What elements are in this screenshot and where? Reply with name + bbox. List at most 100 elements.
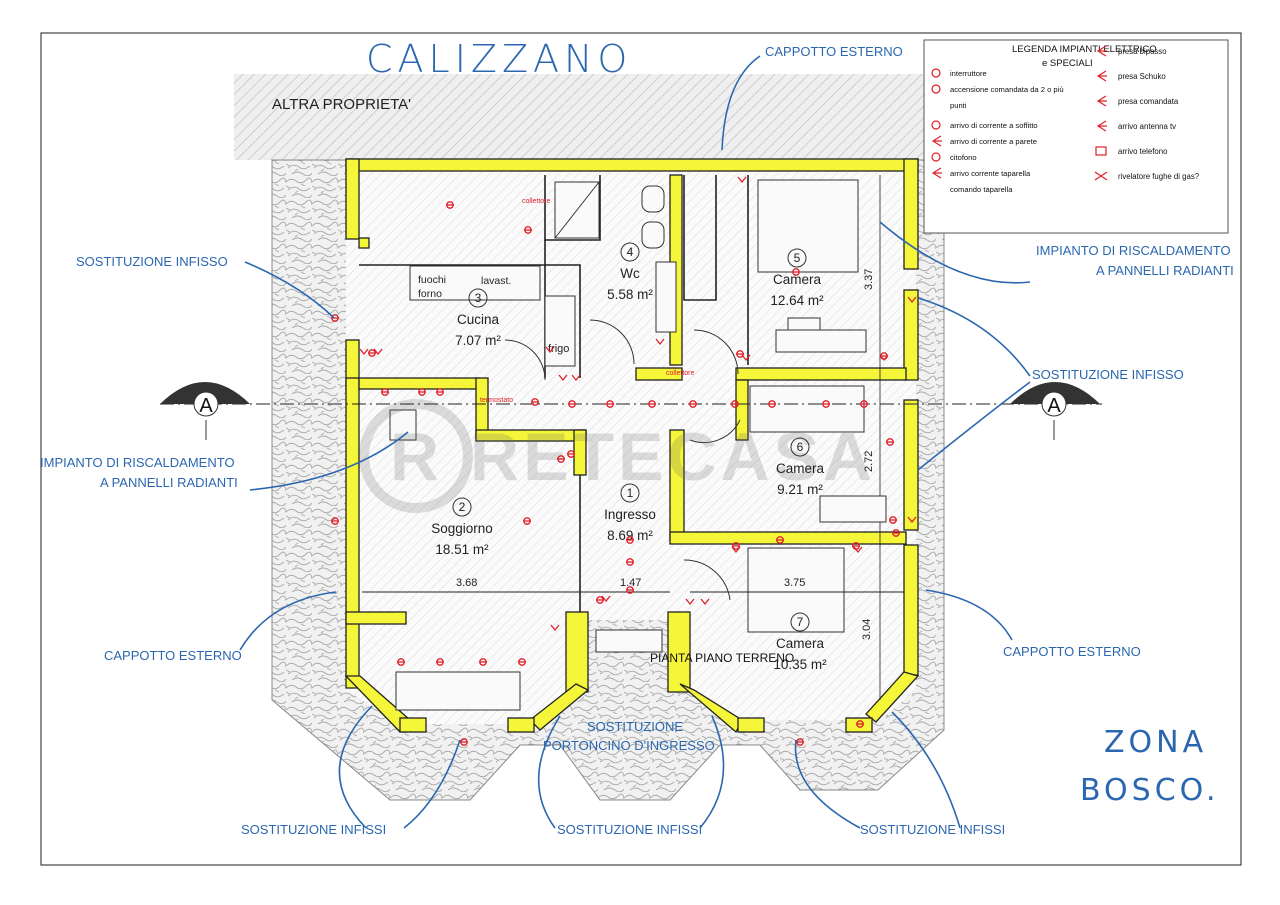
room-number-circle <box>452 497 472 517</box>
leader-cappotto-right <box>925 589 1013 641</box>
room-number: 1 <box>627 486 634 500</box>
kitchen-counter <box>409 265 541 301</box>
leader-arrows <box>239 55 1031 829</box>
room-number: 7 <box>797 615 804 629</box>
annotation-cappotto-left: CAPPOTTO ESTERNO <box>104 648 242 663</box>
dim-label-5: 2.72 <box>863 451 875 472</box>
legend-title-2: e SPECIALI <box>1042 58 1093 69</box>
legend-left-label: punti <box>950 101 967 110</box>
socket-symbol <box>731 546 741 554</box>
annotation-riscaldamento-left-2: A PANNELLI RADIANTI <box>100 475 238 490</box>
socket-symbol <box>737 176 747 184</box>
wall-east-bottom <box>903 544 919 676</box>
wall-bay-right-4 <box>845 717 873 733</box>
room-name: Wc <box>620 266 640 281</box>
room-area: 9.21 m² <box>777 482 823 497</box>
legend-right-label: rivelatore fughe di gas? <box>1118 172 1200 181</box>
wall-bay-left-3 <box>399 717 427 733</box>
legend-right-label: presa bipasso <box>1118 47 1167 56</box>
socket-symbol <box>550 624 560 632</box>
socket-symbol <box>907 296 917 304</box>
shutter-power-icon <box>931 167 942 179</box>
annotation-portoncino-1: SOSTITUZIONE <box>587 719 683 734</box>
socket-symbol <box>373 348 383 356</box>
socket-symbol <box>685 598 695 606</box>
leader-infissi-3a <box>794 739 861 829</box>
annotation-cappotto-right: CAPPOTTO ESTERNO <box>1003 644 1141 659</box>
section-line: A A <box>160 382 1102 440</box>
plan-title: PIANTA PIANO TERRENO <box>650 651 794 665</box>
room-name: Camera <box>773 272 822 287</box>
annotation-riscaldamento-left-1: IMPIANTO DI RISCALDAMENTO <box>40 455 235 470</box>
leader-infissi-1a <box>338 705 373 829</box>
controlled-socket-icon <box>1096 95 1107 107</box>
watermark: R RETECASA <box>359 399 872 513</box>
section-bubble-left <box>193 391 219 417</box>
legend-title-1: LEGENDA IMPIANTI ELETTRICO <box>1012 44 1157 55</box>
desk-6 <box>819 495 887 523</box>
switch-icon <box>931 68 941 78</box>
wall-bedroom6-south <box>669 531 907 545</box>
schuko-socket-icon <box>1096 70 1107 82</box>
annotation-riscaldamento-right-1: IMPIANTO DI RISCALDAMENTO <box>1036 243 1231 258</box>
room-number-circle <box>620 242 640 262</box>
bed-7 <box>747 547 845 633</box>
legend-left-label: arrivo di corrente a parete <box>950 137 1037 146</box>
wall-bay-left-2 <box>529 683 590 731</box>
room-area: 7.07 m² <box>455 333 501 348</box>
door-bedroom7 <box>683 559 731 601</box>
socket-symbol <box>741 354 751 362</box>
dim-label-6: 3.04 <box>861 619 873 640</box>
zone-line-2: BOSCO. <box>1080 773 1220 808</box>
socket-symbol <box>879 354 889 362</box>
wc-cabinet <box>683 175 717 301</box>
legend-right-label: presa comandata <box>1118 97 1179 106</box>
dim-label-1: 3.68 <box>456 577 477 589</box>
watermark-r: R <box>390 419 439 495</box>
wall-east-mid <box>903 289 919 381</box>
socket-symbol <box>558 374 568 382</box>
door-bedroom6 <box>689 419 741 444</box>
stove-label-top: fuochi <box>418 274 446 286</box>
collector-label-2: collettore <box>666 370 695 377</box>
gas-detector-icon <box>1094 171 1108 181</box>
wall-bay-left-4 <box>507 717 535 733</box>
wall-bedroom6-west <box>735 379 749 441</box>
neighbor-label: ALTRA PROPRIETA' <box>272 96 411 113</box>
entrance-steps <box>595 629 663 653</box>
dim-label-4: 3.37 <box>863 269 875 290</box>
fixture-labels: fuochi forno lavast. frigo collettore co… <box>418 198 695 404</box>
bed-6 <box>749 385 865 433</box>
annotation-portoncino-2: PORTONCINO D'INGRESSO <box>543 738 715 753</box>
electrical-symbols <box>331 176 917 746</box>
leader-infissi-2b <box>699 715 725 829</box>
neighbor-property-band <box>234 74 924 160</box>
door-bedroom5 <box>693 329 739 375</box>
ceiling-outlet-icon <box>931 120 941 130</box>
wall-kitchen-south <box>358 377 480 390</box>
annotation-infisso-right: SOSTITUZIONE INFISSO <box>1032 367 1184 382</box>
zone-line-1: ZONA <box>1104 725 1207 760</box>
bidet <box>641 185 665 213</box>
wall-outlet-icon <box>931 135 942 147</box>
legend-box <box>923 39 1229 234</box>
door-wc <box>589 319 635 365</box>
wall-bay-right-3 <box>737 717 765 733</box>
shower-box <box>544 175 601 241</box>
room-name: Ingresso <box>604 507 656 522</box>
wall-stub-1 <box>358 237 370 249</box>
socket-symbol <box>601 595 611 603</box>
room-name: Camera <box>776 636 825 651</box>
leader-infisso-right-1 <box>917 297 1031 377</box>
town-name: CALIZZANO <box>366 37 632 81</box>
socket-symbol <box>853 546 863 554</box>
shower-diagonal <box>554 181 600 239</box>
socket-symbol <box>359 348 369 356</box>
annotation-infissi-1: SOSTITUZIONE INFISSI <box>241 822 386 837</box>
